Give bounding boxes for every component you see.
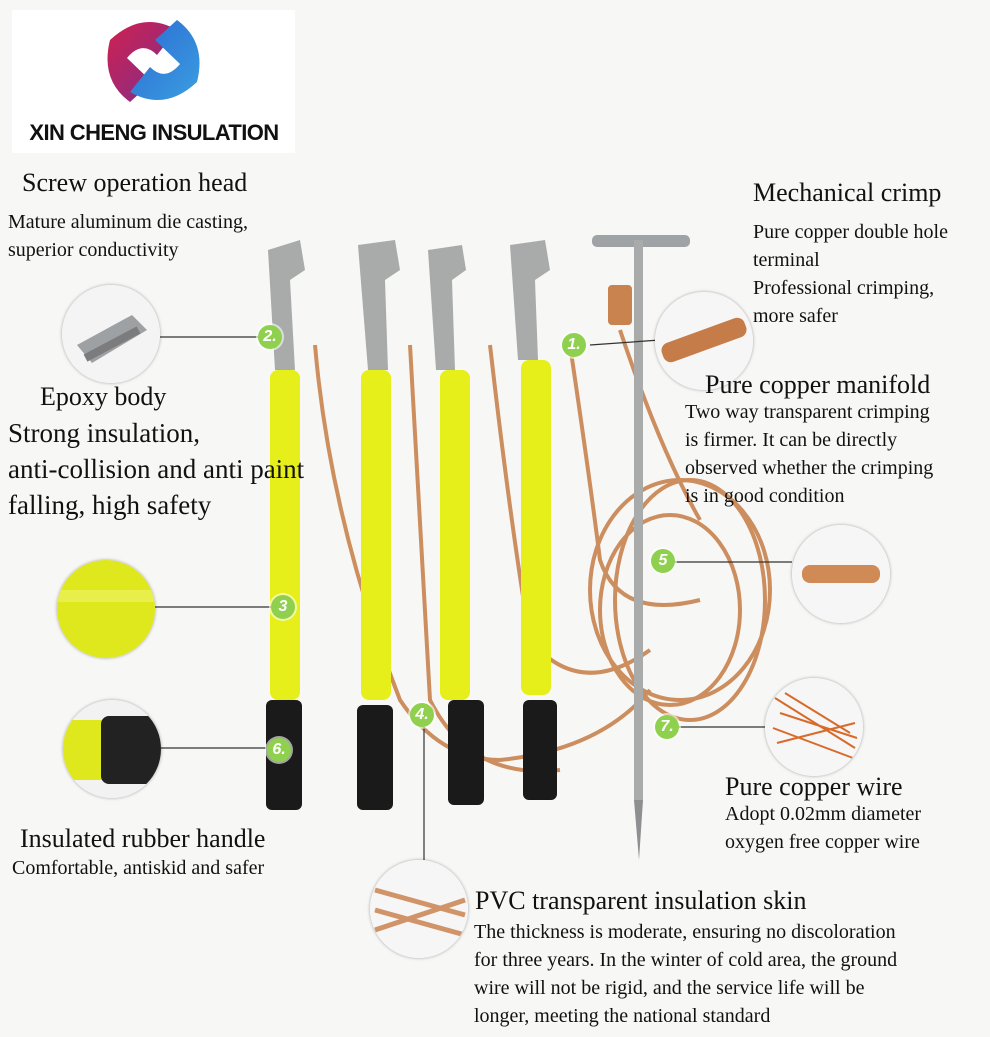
detail-circle-pvc bbox=[370, 860, 468, 958]
label-crimp-title: Mechanical crimp bbox=[753, 178, 942, 207]
detail-circle-wire bbox=[765, 678, 863, 776]
rod-4 bbox=[510, 240, 557, 800]
label-manifold-desc: Two way transparent crimping is firmer. … bbox=[685, 401, 934, 507]
label-head-desc: Mature aluminum die casting, superior co… bbox=[8, 211, 248, 261]
rod-3 bbox=[428, 245, 484, 805]
logo bbox=[12, 10, 295, 153]
marker-5: 5 bbox=[651, 549, 675, 573]
rod-2 bbox=[357, 240, 400, 810]
label-pvc-desc: The thickness is moderate, ensuring no d… bbox=[474, 921, 898, 1027]
label-head-title: Screw operation head bbox=[22, 168, 248, 197]
brand-name: XIN CHENG INSULATION bbox=[29, 120, 279, 145]
label-epoxy-desc: Strong insulation, anti-collision and an… bbox=[8, 418, 305, 520]
detail-circle-epoxy bbox=[57, 560, 155, 658]
label-crimp-desc: Pure copper double hole terminal Profess… bbox=[753, 221, 948, 327]
marker-3: 3 bbox=[271, 595, 295, 619]
marker-2: 2. bbox=[258, 325, 282, 349]
label-wire-desc: Adopt 0.02mm diameter oxygen free copper… bbox=[725, 803, 922, 853]
marker-1: 1. bbox=[562, 333, 586, 357]
ground-stake bbox=[592, 235, 690, 860]
label-epoxy-title: Epoxy body bbox=[40, 382, 167, 411]
logo-mark-icon bbox=[107, 20, 200, 102]
label-handle-title: Insulated rubber handle bbox=[20, 824, 266, 853]
label-handle-desc: Comfortable, antiskid and safer bbox=[12, 857, 265, 879]
label-wire-title: Pure copper wire bbox=[725, 772, 903, 801]
marker-7: 7. bbox=[655, 715, 679, 739]
marker-6: 6. bbox=[267, 738, 291, 762]
detail-circle-crimp bbox=[655, 292, 753, 390]
detail-circle-head bbox=[62, 285, 160, 383]
label-manifold-title: Pure copper manifold bbox=[705, 370, 931, 399]
detail-circle-handle bbox=[63, 700, 161, 798]
label-pvc-title: PVC transparent insulation skin bbox=[475, 886, 807, 915]
detail-circle-manifold bbox=[792, 525, 890, 623]
marker-4: 4. bbox=[410, 703, 434, 727]
